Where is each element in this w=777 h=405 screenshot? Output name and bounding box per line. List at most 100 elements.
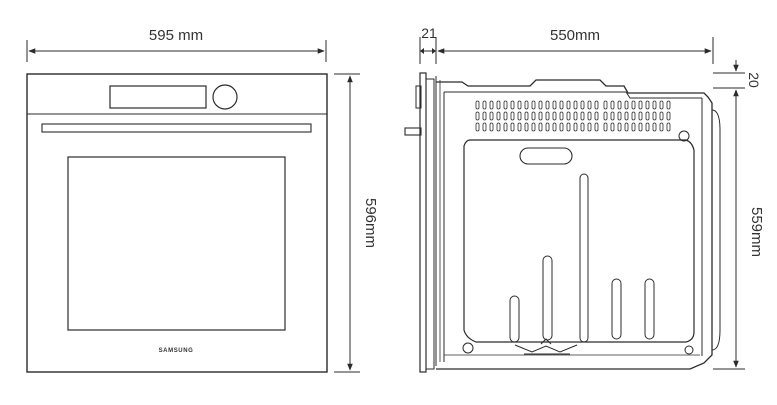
vent-slot bbox=[587, 111, 592, 121]
vent-slot bbox=[545, 100, 550, 110]
vent-slot bbox=[594, 100, 599, 110]
vent-slot bbox=[510, 100, 515, 110]
side-cabinet-body bbox=[436, 79, 721, 370]
vent-slot bbox=[552, 100, 557, 110]
vent-slot bbox=[652, 111, 657, 121]
vent-slot bbox=[617, 111, 622, 121]
front-height-label: 596mm bbox=[362, 198, 379, 248]
vent-slot bbox=[475, 100, 480, 110]
vent-slot bbox=[531, 100, 536, 110]
vent-slot bbox=[610, 111, 615, 121]
vent-slot bbox=[552, 111, 557, 121]
vent-slot bbox=[610, 122, 615, 132]
vent-slot bbox=[587, 122, 592, 132]
vent-slot bbox=[580, 111, 585, 121]
vent-slot bbox=[624, 122, 629, 132]
vent-slot bbox=[645, 100, 650, 110]
vent-slot bbox=[603, 111, 608, 121]
vent-slot bbox=[496, 111, 501, 121]
front-width-label: 595 mm bbox=[149, 27, 203, 44]
vent-slot bbox=[489, 111, 494, 121]
vent-slot bbox=[510, 122, 515, 132]
vent-slot bbox=[573, 122, 578, 132]
vent-slot bbox=[545, 111, 550, 121]
vent-slot bbox=[624, 100, 629, 110]
vent-slot bbox=[580, 100, 585, 110]
vent-slot bbox=[610, 100, 615, 110]
side-knob-icon bbox=[404, 127, 422, 136]
vent-slot bbox=[531, 122, 536, 132]
inner-oval-slot bbox=[519, 147, 573, 165]
door-depth-label: 21 bbox=[421, 25, 437, 41]
vent-slot bbox=[652, 100, 657, 110]
vent-slot bbox=[510, 111, 515, 121]
vent-slot bbox=[631, 122, 636, 132]
vent-slot bbox=[645, 122, 650, 132]
vent-slot bbox=[524, 122, 529, 132]
vent-slot bbox=[482, 111, 487, 121]
vent-slot bbox=[475, 111, 480, 121]
vent-slot bbox=[638, 111, 643, 121]
vent-slots bbox=[475, 100, 671, 132]
vent-slot bbox=[496, 122, 501, 132]
vent-slot bbox=[666, 122, 671, 132]
vent-slot bbox=[524, 100, 529, 110]
vent-slot bbox=[559, 111, 564, 121]
vent-slot bbox=[573, 111, 578, 121]
vent-slot bbox=[659, 111, 664, 121]
body-height-label: 559mm bbox=[748, 207, 765, 257]
top-offset-label: 20 bbox=[746, 72, 762, 88]
vent-slot bbox=[638, 122, 643, 132]
body-depth-label: 550mm bbox=[550, 27, 600, 44]
vent-slot bbox=[638, 100, 643, 110]
vent-slot bbox=[496, 100, 501, 110]
vent-slot bbox=[475, 122, 480, 132]
door-window bbox=[67, 156, 286, 331]
vent-slot bbox=[489, 122, 494, 132]
vent-slot bbox=[503, 122, 508, 132]
side-door bbox=[404, 72, 441, 373]
vent-slot bbox=[573, 100, 578, 110]
side-depth-dimensions: 21 550mm bbox=[419, 25, 714, 64]
vent-slot bbox=[545, 122, 550, 132]
vent-slot bbox=[566, 100, 571, 110]
vent-slot bbox=[566, 111, 571, 121]
vent-slot bbox=[503, 111, 508, 121]
front-width-dimension: 595 mm bbox=[26, 27, 327, 62]
vent-slot bbox=[659, 100, 664, 110]
vent-slot bbox=[517, 100, 522, 110]
vent-slot bbox=[652, 122, 657, 132]
vent-slot bbox=[587, 100, 592, 110]
control-display bbox=[109, 85, 207, 109]
vent-slot bbox=[594, 122, 599, 132]
vent-slot bbox=[538, 111, 543, 121]
door-handle bbox=[41, 123, 312, 133]
vent-slot bbox=[631, 111, 636, 121]
vent-slot bbox=[538, 100, 543, 110]
vent-slot bbox=[566, 122, 571, 132]
vent-slot bbox=[559, 122, 564, 132]
vent-slot bbox=[659, 122, 664, 132]
vent-slot bbox=[617, 100, 622, 110]
vent-slot bbox=[645, 111, 650, 121]
vent-slot bbox=[603, 100, 608, 110]
vent-slot bbox=[594, 111, 599, 121]
vent-slot bbox=[580, 122, 585, 132]
vent-slot bbox=[517, 111, 522, 121]
vent-slot bbox=[559, 100, 564, 110]
vent-slot bbox=[482, 122, 487, 132]
side-height-dimensions: 20 559mm bbox=[713, 60, 765, 370]
vent-slot bbox=[617, 122, 622, 132]
vent-slot bbox=[482, 100, 487, 110]
front-view: 595 mm SAMSUNG 596mm bbox=[26, 27, 379, 373]
vent-slot bbox=[666, 100, 671, 110]
vent-slot bbox=[538, 122, 543, 132]
vent-slot bbox=[603, 122, 608, 132]
oven-front-outline bbox=[26, 73, 328, 373]
vent-slot bbox=[624, 111, 629, 121]
vent-slot bbox=[666, 111, 671, 121]
side-view: 21 550mm bbox=[404, 25, 765, 373]
vent-slot bbox=[524, 111, 529, 121]
vent-slot bbox=[503, 100, 508, 110]
